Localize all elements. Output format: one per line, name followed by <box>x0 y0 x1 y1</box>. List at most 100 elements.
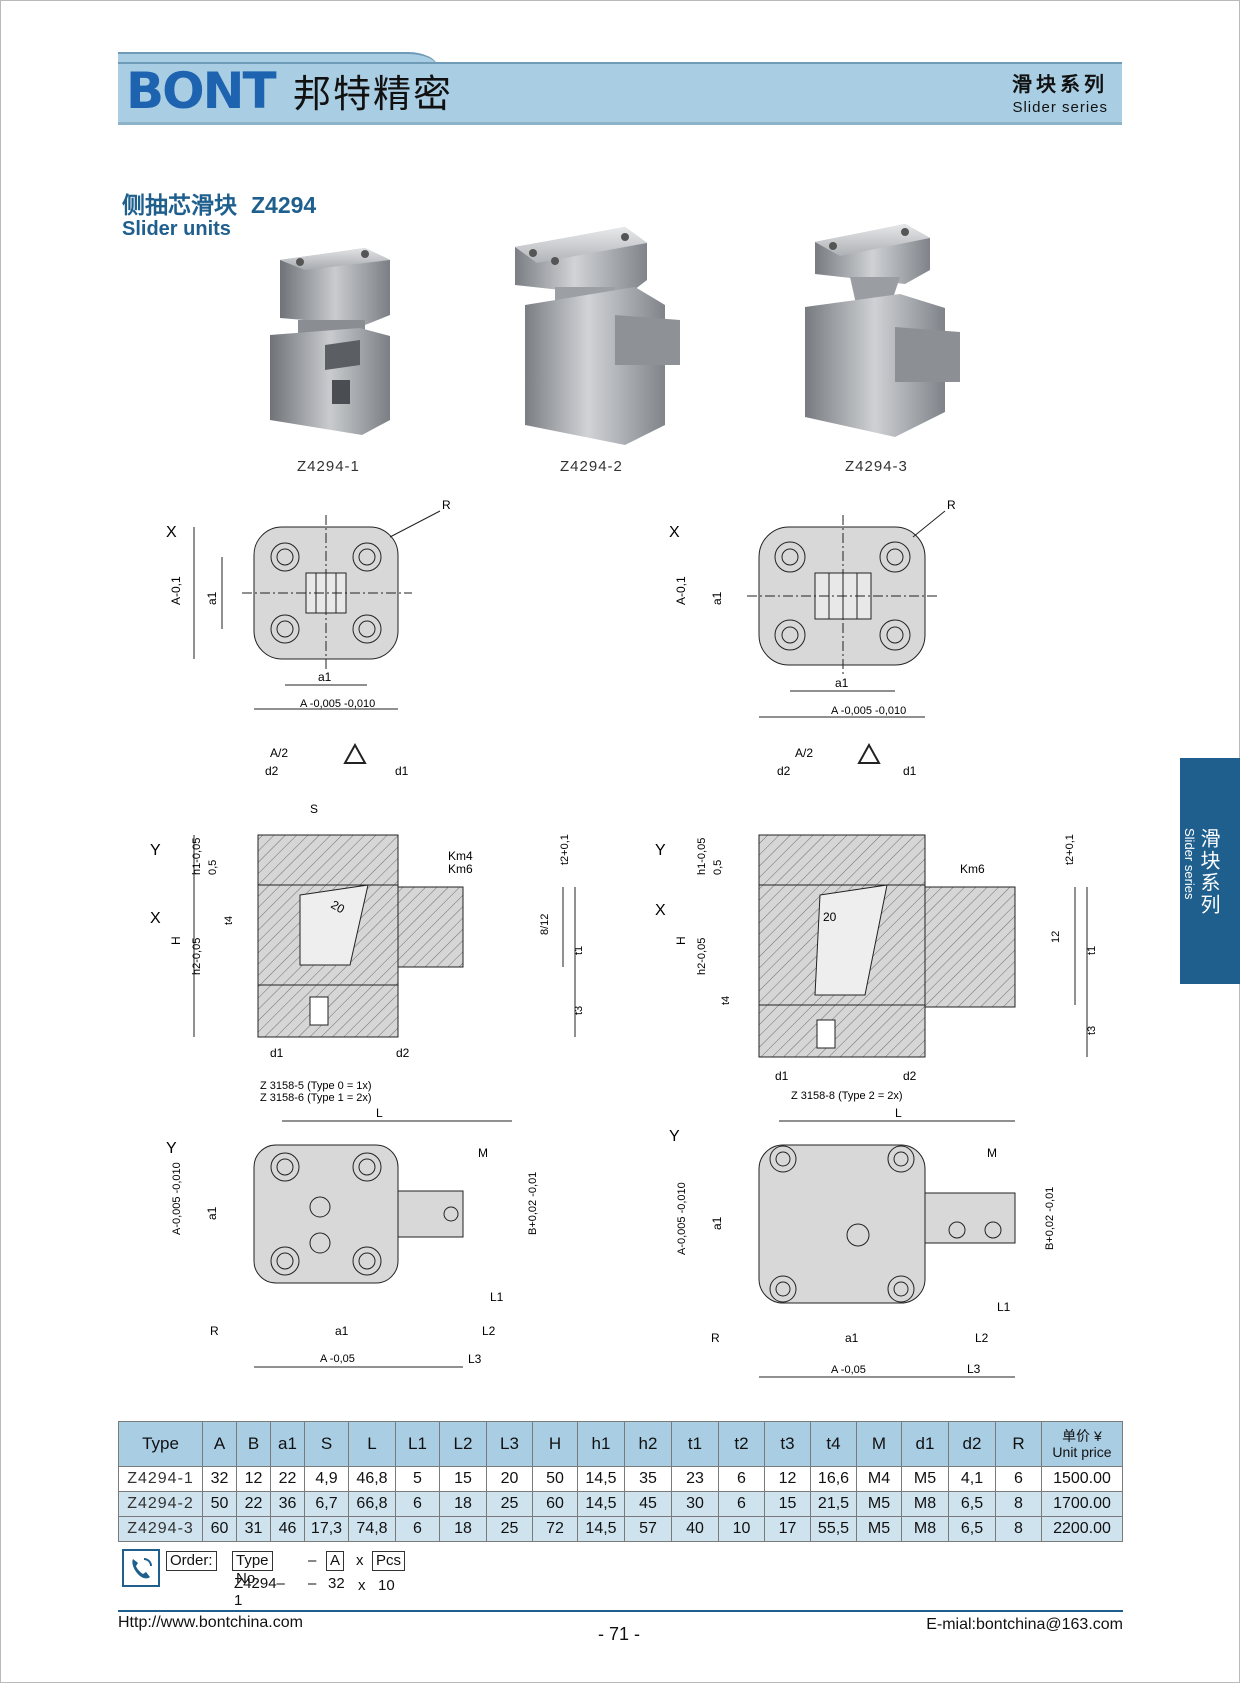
side-tab-en: Slider series <box>1182 828 1197 900</box>
label-a-half-r: A/2 <box>795 746 813 760</box>
label-t1: t1 <box>573 946 585 955</box>
cell: 18 <box>439 1516 487 1542</box>
footer-email-link[interactable]: E-mial:bontchina@163.com <box>926 1616 1123 1633</box>
cell: 30 <box>671 1491 719 1517</box>
cell: 8 <box>995 1491 1042 1517</box>
col-s: S <box>304 1421 349 1467</box>
label-d1-bottom: d1 <box>270 1046 284 1060</box>
cell: 23 <box>671 1466 719 1492</box>
col-l: L <box>348 1421 396 1467</box>
cell: 17,3 <box>304 1516 349 1542</box>
label-812: 8/12 <box>539 914 551 935</box>
table-row: Z4294-2 50 22 36 6,7 66,8 6 18 25 60 14,… <box>118 1491 1123 1517</box>
series-cn: 滑块系列 <box>1012 74 1108 96</box>
label-a-tol: A -0,005 -0,010 <box>300 698 375 710</box>
label-d2-top-r: d2 <box>777 764 791 778</box>
table-row: Z4294-1 32 12 22 4,9 46,8 5 15 20 50 14,… <box>118 1466 1123 1492</box>
label-y-section: Y <box>150 842 161 859</box>
label-l2-r: L2 <box>975 1331 989 1345</box>
label-a-vertical: A-0,1 <box>169 576 183 605</box>
col-b: B <box>236 1421 271 1467</box>
cell: 74,8 <box>348 1516 396 1542</box>
label-half-mm: 0,5 <box>207 860 219 875</box>
label-angle: 20 <box>329 897 348 916</box>
cell-price: 2200.00 <box>1041 1516 1123 1542</box>
col-t3: t3 <box>764 1421 811 1467</box>
label-a-half: A/2 <box>270 746 288 760</box>
label-l1-r: L1 <box>997 1300 1011 1314</box>
label-km6: Km6 <box>448 862 473 876</box>
cell: M5 <box>856 1491 902 1517</box>
order-pcs: Pcs <box>372 1551 406 1571</box>
spec-table: Type A B a1 S L L1 L2 L3 H h1 h2 t1 t2 t… <box>118 1421 1123 1542</box>
cell: 35 <box>624 1466 672 1492</box>
label-d2-bottom-r: d2 <box>903 1069 917 1083</box>
label-l3-r: L3 <box>967 1362 981 1376</box>
cell: 66,8 <box>348 1491 396 1517</box>
label-h-r: H <box>674 936 688 945</box>
cell: 6 <box>395 1516 440 1542</box>
label-x-top: X <box>166 524 177 541</box>
label-a005: A -0,05 <box>320 1353 355 1365</box>
col-t2: t2 <box>718 1421 765 1467</box>
cell-type: Z4294-3 <box>118 1516 203 1542</box>
table-row: Z4294-3 60 31 46 17,3 74,8 6 18 25 72 14… <box>118 1516 1123 1542</box>
col-type: Type <box>118 1421 203 1467</box>
product-title-en: Slider units <box>122 218 231 240</box>
label-x-section: X <box>150 910 161 927</box>
col-a1: a1 <box>270 1421 305 1467</box>
label-a005-r: A -0,05 <box>831 1364 866 1376</box>
page-number: - 71 - <box>598 1624 641 1644</box>
cell-type: Z4294-2 <box>118 1491 203 1517</box>
series-label: 滑块系列 Slider series <box>1012 68 1108 116</box>
cell: M4 <box>856 1466 902 1492</box>
cell: 55,5 <box>810 1516 857 1542</box>
note-type2: Z 3158-8 (Type 2 = 2x) <box>791 1090 903 1102</box>
label-d1-bottom-r: d1 <box>775 1069 789 1083</box>
note-type0: Z 3158-5 (Type 0 = 1x) <box>260 1080 372 1092</box>
photo-caption-3: Z4294-3 <box>845 458 908 475</box>
label-l2: L2 <box>482 1324 496 1338</box>
footer-website-link[interactable]: Http://www.bontchina.com <box>118 1614 303 1631</box>
example-type: Z4294–1 <box>234 1575 285 1609</box>
drawing-left-set: X R A-0,1 a1 a1 A -0,005 -0,010 A/2 d2 d… <box>150 495 590 1375</box>
label-km4: Km4 <box>448 849 473 863</box>
cell: 14,5 <box>577 1491 625 1517</box>
label-h1-r: h1-0,05 <box>696 838 708 875</box>
cell: 31 <box>236 1516 271 1542</box>
label-t2: t2+0,1 <box>559 834 571 865</box>
cell: 46 <box>270 1516 305 1542</box>
price-header-en: Unit price <box>1052 1444 1112 1460</box>
cell: M5 <box>856 1516 902 1542</box>
label-r-top-r: R <box>947 498 956 512</box>
footer-divider <box>118 1610 1123 1612</box>
side-section-tab: 滑块系列 Slider series <box>1180 758 1240 984</box>
col-d2: d2 <box>948 1421 996 1467</box>
cell: 6 <box>395 1491 440 1517</box>
label-b: B+0,02 -0,01 <box>527 1172 539 1235</box>
label-r-bottom: R <box>210 1324 219 1338</box>
cell: 22 <box>270 1466 305 1492</box>
col-l3: L3 <box>486 1421 533 1467</box>
cell: 72 <box>532 1516 578 1542</box>
col-l2: L2 <box>439 1421 487 1467</box>
example-x: x <box>358 1577 366 1594</box>
order-type-no: Type No. <box>232 1551 273 1587</box>
label-m: M <box>478 1146 488 1160</box>
note-type1: Z 3158-6 (Type 1 = 2x) <box>260 1092 372 1104</box>
cell: 4,1 <box>948 1466 996 1492</box>
example-a: 32 <box>328 1575 345 1592</box>
cell: 8 <box>995 1516 1042 1542</box>
cell: M8 <box>901 1516 949 1542</box>
cell: 21,5 <box>810 1491 857 1517</box>
company-name-cn: 邦特精密 <box>293 72 454 116</box>
cell: 46,8 <box>348 1466 396 1492</box>
col-h: H <box>532 1421 578 1467</box>
cell: 6 <box>995 1466 1042 1492</box>
col-h1: h1 <box>577 1421 625 1467</box>
phone-icon <box>122 1549 160 1587</box>
cell: 5 <box>395 1466 440 1492</box>
label-t2-r: t2+0,1 <box>1064 834 1076 865</box>
photo-z4294-1 <box>270 240 400 440</box>
order-x: x <box>356 1552 364 1569</box>
